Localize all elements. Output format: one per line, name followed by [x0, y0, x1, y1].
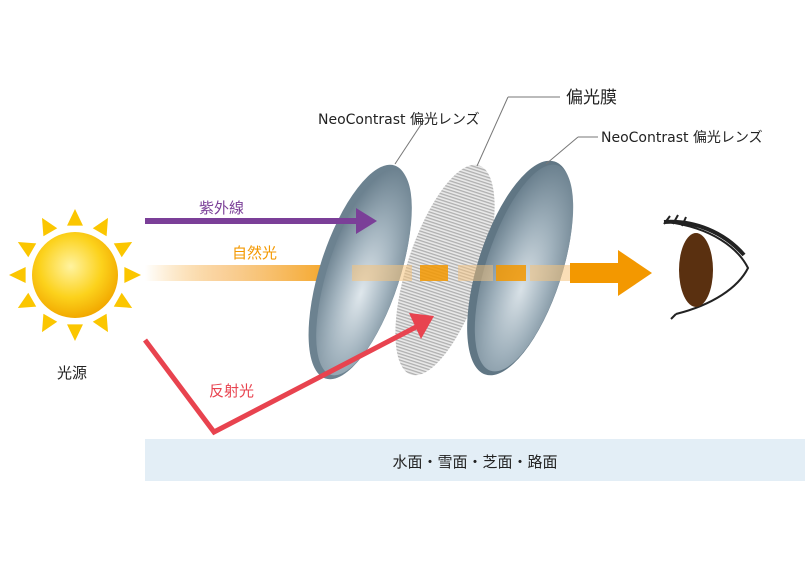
natural-light-segment	[530, 265, 570, 281]
natural-light-segment	[458, 265, 493, 281]
sun-ray	[42, 218, 57, 236]
sun-ray	[93, 218, 108, 236]
reflected-light-line	[145, 326, 418, 432]
callout-line-film	[477, 97, 508, 166]
sun-ray	[114, 293, 132, 308]
right-lens-label: NeoContrast 偏光レンズ	[601, 130, 763, 146]
left-lens-label: NeoContrast 偏光レンズ	[318, 112, 480, 128]
natural-light-arrow	[570, 250, 652, 296]
light-source-label: 光源	[57, 364, 87, 382]
uv-label: 紫外線	[199, 199, 244, 217]
sun-ray	[93, 314, 108, 332]
reflected-light-label: 反射光	[209, 382, 254, 400]
sun-ray	[67, 324, 83, 341]
sun-ray	[42, 314, 57, 332]
sun-ray	[18, 293, 36, 308]
natural-light-through-film	[420, 265, 448, 281]
sun-ray	[114, 242, 132, 257]
natural-light-in-lens	[352, 265, 412, 281]
sun-ray	[67, 209, 83, 226]
callout-line-right-lens	[546, 137, 578, 164]
sun-icon	[9, 209, 141, 341]
eye-icon	[664, 215, 748, 319]
natural-light-segment	[496, 265, 526, 281]
polarizing-film-label: 偏光膜	[566, 88, 617, 108]
natural-light-label: 自然光	[232, 244, 277, 262]
sun-ray	[9, 267, 26, 283]
sun-ray	[124, 267, 141, 283]
surface-label: 水面・雪面・芝面・路面	[392, 453, 557, 471]
sun-ray	[18, 242, 36, 257]
